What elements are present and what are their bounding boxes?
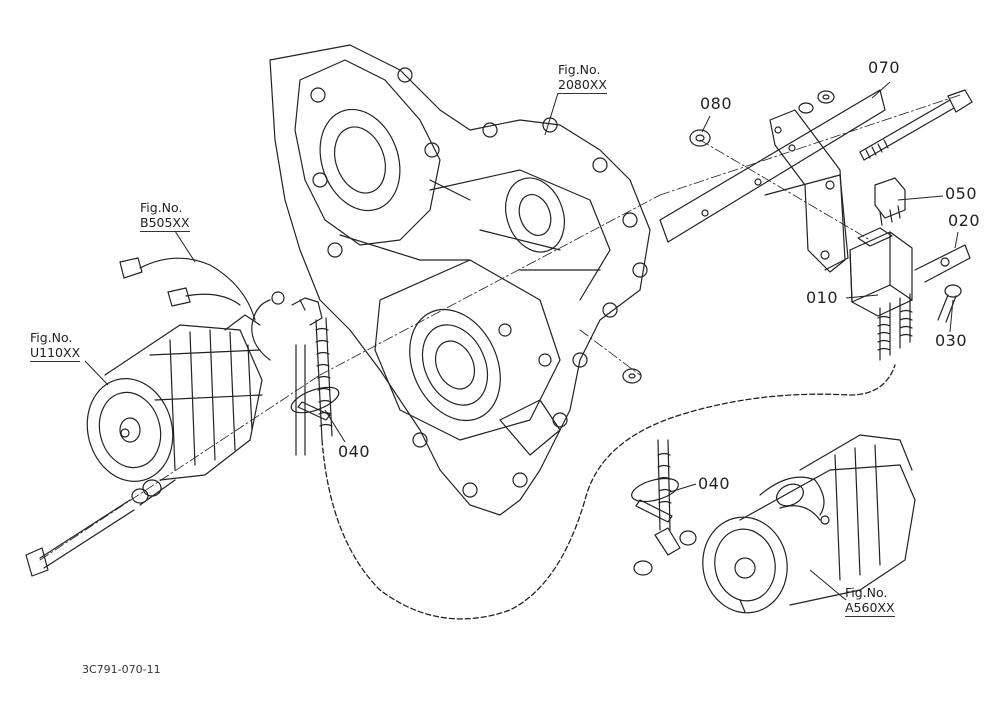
fig-ref-u110xx: Fig.No. U110XX: [30, 330, 81, 362]
fig-ref-b505xx-line1: Fig.No.: [140, 200, 183, 215]
bracket-070: [659, 89, 886, 273]
fig-ref-2080xx: Fig.No. 2080XX: [558, 62, 607, 94]
fig-ref-2080xx-line2: 2080XX: [558, 77, 607, 94]
nut-080: [689, 129, 711, 147]
fig-ref-u110xx-line2: U110XX: [30, 345, 81, 362]
fig-ref-2080xx-line1: Fig.No.: [558, 62, 601, 77]
starter-motor: [702, 434, 916, 614]
part-label-040-right: 040: [698, 474, 731, 493]
relay-holder-020: [914, 244, 971, 283]
alternator-mount-bolt: [25, 479, 162, 577]
cable-right: [633, 439, 697, 576]
fig-ref-a560xx-line2: A560XX: [845, 600, 895, 617]
part-label-070: 070: [868, 58, 901, 77]
bolt-030: [937, 284, 962, 323]
document-id: 3C791-070-11: [82, 663, 161, 676]
part-label-040-left: 040: [338, 442, 371, 461]
gear-case-cover: [269, 44, 651, 516]
fuse-050: [874, 177, 906, 226]
fig-ref-b505xx: Fig.No. B505XX: [140, 200, 190, 232]
long-bolt-top: [859, 89, 973, 161]
fig-ref-u110xx-line1: Fig.No.: [30, 330, 73, 345]
part-label-050: 050: [945, 184, 978, 203]
part-label-010: 010: [806, 288, 839, 307]
routed-wire-dashed: [321, 364, 896, 620]
cable-clamp-040-left: [290, 386, 340, 421]
fig-ref-b505xx-line2: B505XX: [140, 215, 190, 232]
washers-top: [798, 90, 835, 114]
cable-clamp-040-right: [631, 477, 679, 523]
bolt-nut-mid: [622, 368, 642, 384]
wiring-connector-b505: [119, 257, 256, 321]
fig-ref-a560xx: Fig.No. A560XX: [845, 585, 895, 617]
fig-ref-a560xx-line1: Fig.No.: [845, 585, 888, 600]
part-label-020: 020: [948, 211, 981, 230]
alternator: [86, 314, 263, 506]
relay-010: [849, 227, 913, 361]
cable-left: [251, 291, 333, 456]
part-label-080: 080: [700, 94, 733, 113]
part-label-030: 030: [935, 331, 968, 350]
